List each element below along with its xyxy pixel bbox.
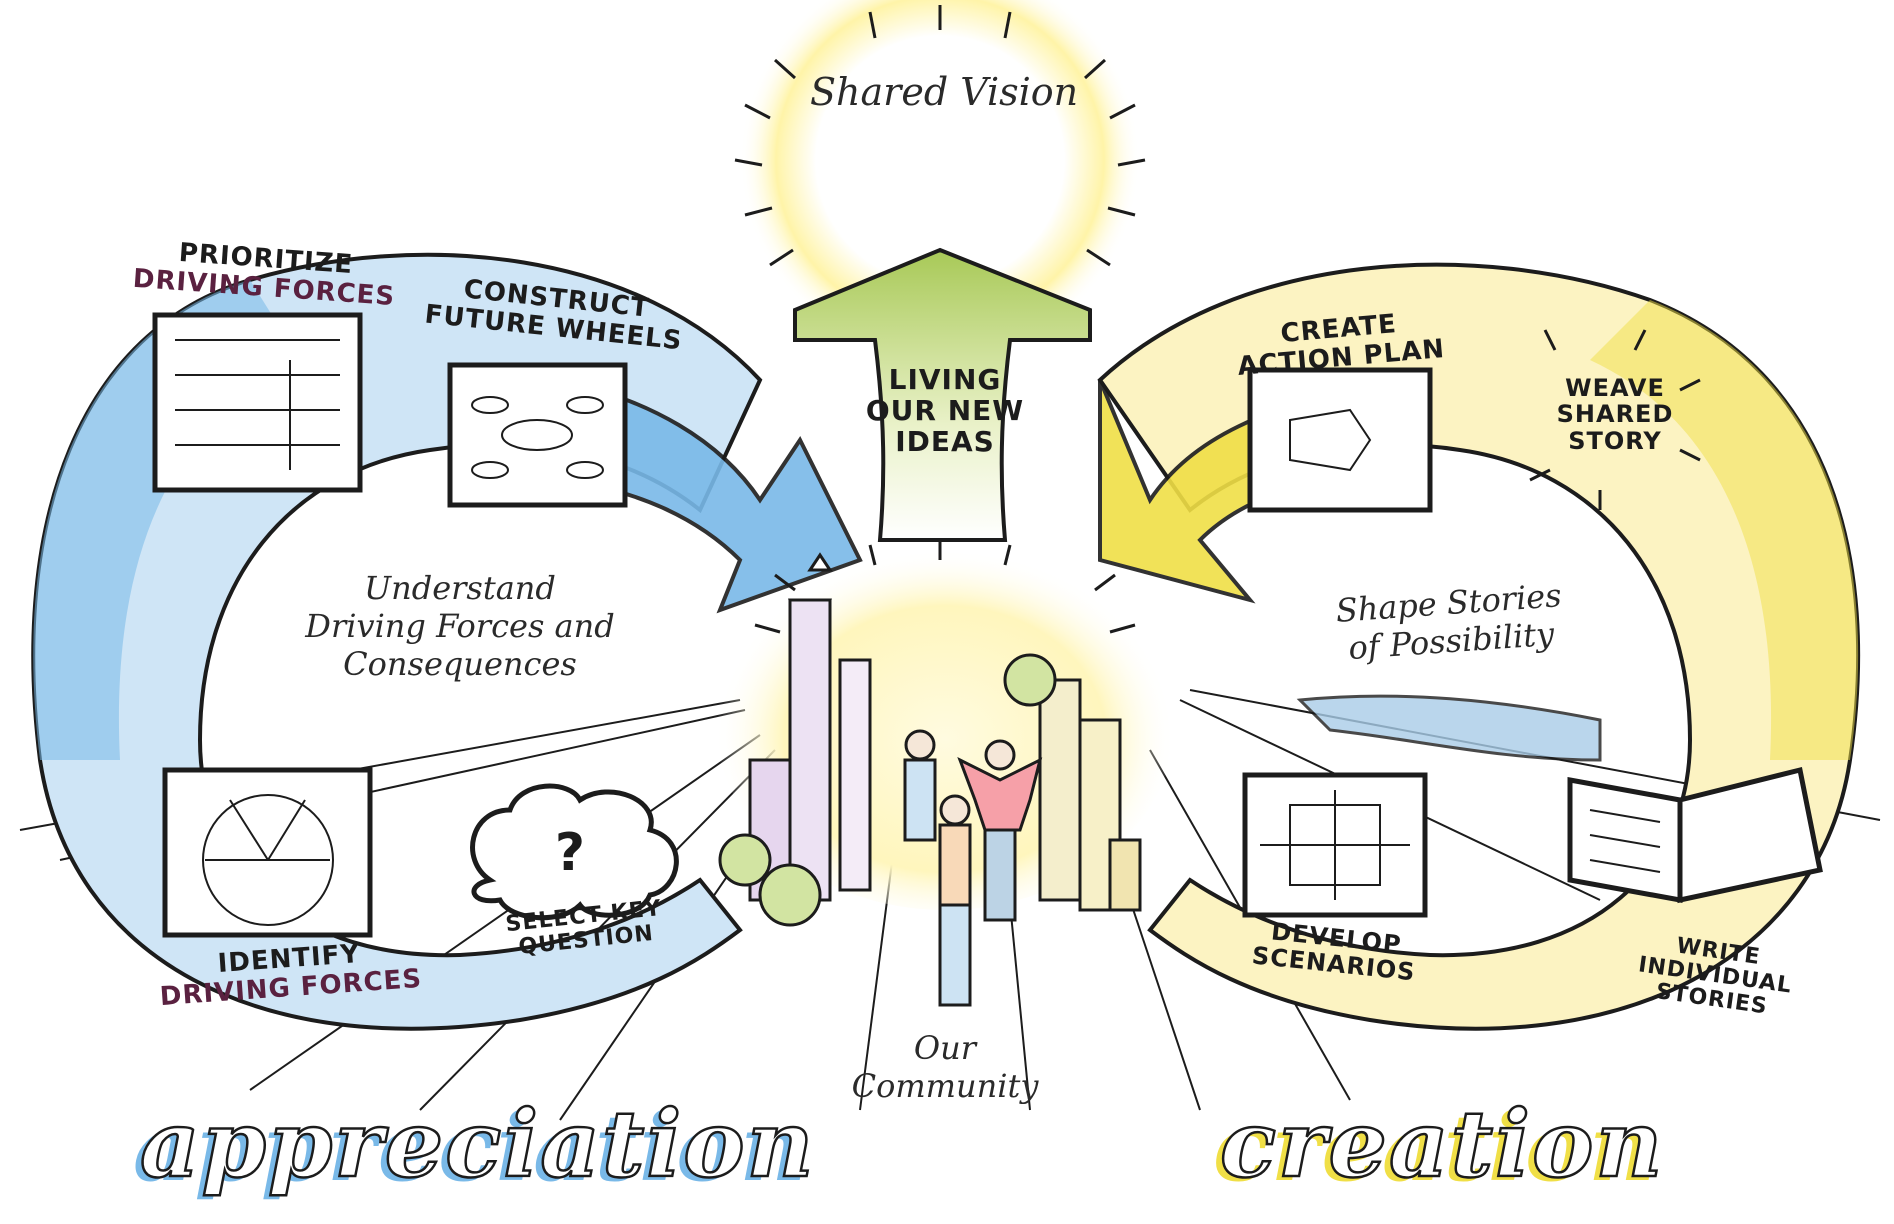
- action-plan-icon: [1247, 367, 1433, 513]
- shared-vision-rays: [734, 5, 1146, 267]
- step-line: STORY: [1568, 426, 1662, 455]
- city-buildings: [748, 552, 1142, 912]
- shared-vision-glow: [740, 0, 1140, 360]
- scenarios-matrix-icon: [1242, 772, 1428, 918]
- phase-line: Driving Forces and: [305, 606, 615, 645]
- key-question-cloud-icon: ?: [470, 783, 679, 921]
- creation-loop-shade: [1590, 300, 1859, 760]
- living-arrow-line: LIVING: [888, 363, 1002, 396]
- svg-text:?: ?: [555, 823, 585, 883]
- step-line: WEAVE: [1565, 374, 1665, 402]
- community-rays: [754, 540, 1136, 634]
- trees: [718, 653, 1057, 927]
- step-weave-shared-story: WEAVE SHARED STORY: [1525, 374, 1705, 455]
- futures-wheel-icon: [447, 362, 628, 508]
- community-line: Community: [851, 1066, 1039, 1105]
- living-arrow-line: IDEAS: [895, 424, 995, 458]
- step-line: SHARED: [1556, 400, 1674, 429]
- shared-vision-label: Shared Vision: [810, 70, 1079, 114]
- living-arrow-label: LIVING OUR NEW IDEAS: [860, 363, 1030, 458]
- phase-line: Understand: [364, 569, 556, 607]
- our-community-label: Our Community: [840, 1029, 1050, 1106]
- prioritize-chart-icon: [152, 312, 363, 493]
- creation-title: creation: [1219, 1089, 1665, 1200]
- phase-line: Consequences: [343, 644, 577, 683]
- living-arrow-line: OUR NEW: [865, 393, 1025, 427]
- people: [903, 729, 1043, 1007]
- community-line: Our: [913, 1029, 977, 1067]
- river: [1296, 694, 1602, 762]
- weave-story-burst-icon: [1529, 329, 1701, 510]
- story-book-icon: [1567, 766, 1823, 904]
- appreciation-title: appreciation: [139, 1089, 816, 1200]
- phase-understand-label: Understand Driving Forces and Consequenc…: [270, 569, 650, 683]
- identify-forces-icon: [162, 767, 373, 938]
